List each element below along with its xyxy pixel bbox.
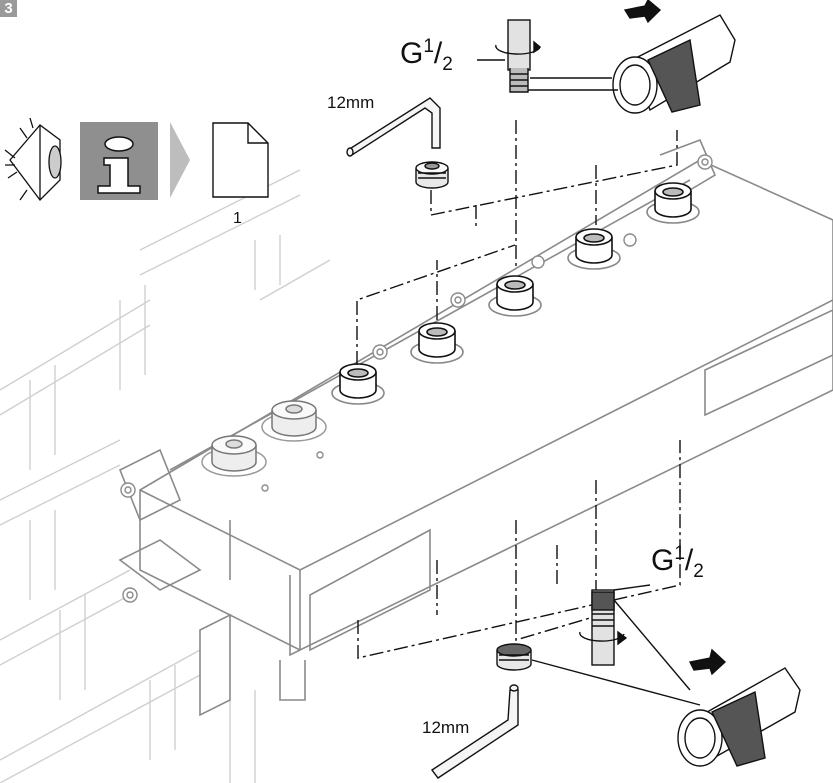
hex-key-icon [430, 684, 519, 779]
mounting-clamps [120, 154, 713, 603]
threaded-fitting [579, 584, 691, 691]
threaded-port [567, 228, 621, 270]
threaded-port [331, 363, 385, 405]
document-page-number: 1 [233, 210, 242, 227]
hex-key-icon [346, 97, 441, 157]
blanking-plug [496, 643, 701, 706]
alignment-lines-top [356, 120, 678, 365]
wrench-size-label-bottom: 12mm [422, 718, 470, 737]
threaded-port [410, 322, 464, 364]
threaded-fitting [477, 19, 542, 93]
step-number-badge: 3 [0, 0, 17, 17]
wrench-size-label-top: 12mm [327, 93, 375, 112]
alignment-lines-bottom [357, 440, 681, 659]
document-page-icon [212, 122, 269, 198]
blanking-plug [415, 161, 449, 189]
threaded-ports [331, 182, 700, 405]
threaded-port [488, 275, 542, 317]
plugged-port [261, 400, 327, 442]
thread-size-label-bottom: G1/2 [651, 543, 704, 582]
threaded-port [646, 182, 700, 224]
ptfe-tape-icon [528, 0, 736, 114]
ptfe-tape-icon [677, 648, 801, 767]
thread-size-label-top: G1/2 [400, 36, 453, 75]
plugged-port [201, 435, 267, 477]
chevron-right-icon [170, 122, 190, 198]
info-icon [80, 122, 158, 200]
manifold-body [118, 138, 833, 717]
wall-tiles [0, 169, 331, 783]
eye-inspect-icon [4, 117, 62, 201]
